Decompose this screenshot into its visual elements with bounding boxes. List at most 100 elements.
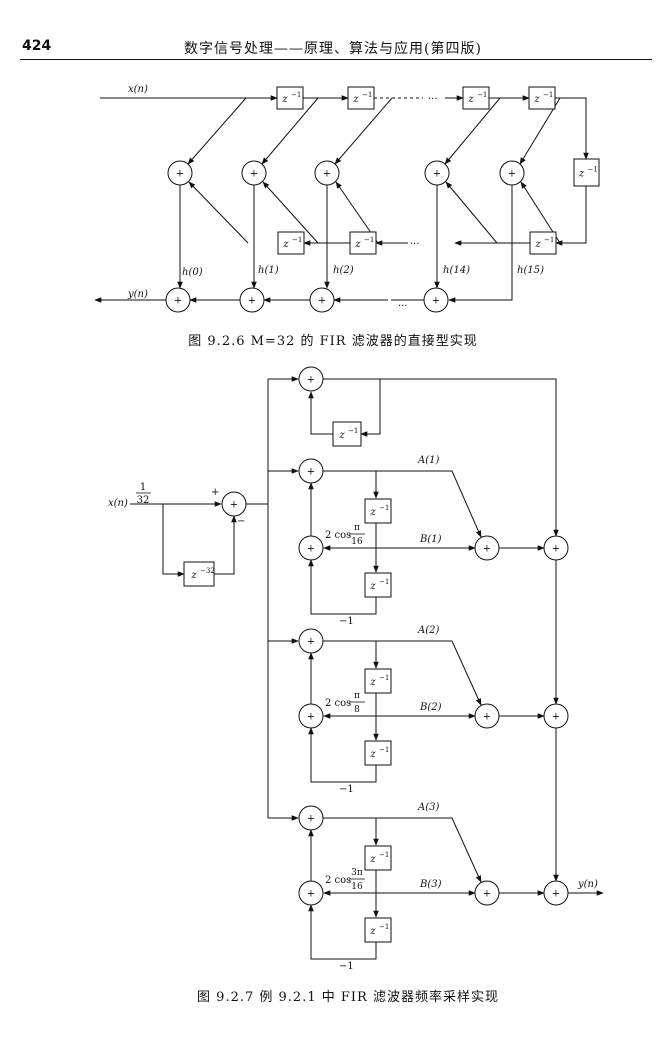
delay-box bbox=[277, 231, 305, 255]
coefficient-branch-line bbox=[448, 185, 513, 303]
figure-9-2-6-caption: 图 9.2.6 M=32 的 FIR 滤波器的直接型实现 bbox=[188, 333, 477, 349]
cos-coefficient-label: 2 cos bbox=[325, 698, 351, 709]
output-column-adder-node: + bbox=[543, 880, 569, 906]
resonator-delay-block: z−1 bbox=[364, 845, 392, 871]
delay-exponent: −1 bbox=[379, 923, 389, 931]
delay-box bbox=[364, 668, 392, 694]
resonator-top-adder-node: + bbox=[298, 458, 324, 484]
reverse-delay-block: z−1 bbox=[529, 231, 557, 255]
negative-feedback-line bbox=[308, 727, 377, 783]
b-coefficient-label: B(1) bbox=[419, 534, 442, 545]
gain-denominator: 32 bbox=[137, 495, 150, 506]
adder-circle bbox=[543, 880, 569, 906]
delay-exponent: −1 bbox=[477, 91, 487, 99]
adder-plus-sign: + bbox=[307, 637, 315, 648]
delay-box bbox=[364, 498, 392, 524]
k0-feedback-line bbox=[323, 378, 381, 437]
resonator-mid-adder-node: + bbox=[298, 880, 324, 906]
delay-box bbox=[349, 231, 377, 255]
delay-box bbox=[183, 561, 215, 587]
adder-plus-sign: + bbox=[552, 544, 560, 555]
adder-circle bbox=[309, 287, 335, 313]
delay-exponent: −32 bbox=[200, 567, 215, 575]
a-coefficient-line bbox=[323, 470, 482, 538]
a-coefficient-line bbox=[323, 640, 482, 706]
delay-label: z bbox=[369, 854, 376, 865]
comb-delay-block: z−32 bbox=[183, 561, 215, 587]
output-adder-node: + bbox=[309, 287, 335, 313]
adder-plus-sign: + bbox=[552, 712, 560, 723]
reverse-tap-line bbox=[188, 181, 249, 244]
adder-circle bbox=[298, 703, 324, 729]
delay-exponent: −1 bbox=[292, 236, 302, 244]
adder-circle bbox=[543, 703, 569, 729]
adder-plus-sign: + bbox=[483, 889, 491, 900]
adder-circle bbox=[239, 287, 265, 313]
adder-circle bbox=[221, 491, 247, 517]
cos-fraction-numerator: 3π bbox=[351, 868, 363, 878]
delay-label: z bbox=[369, 581, 376, 592]
delay-exponent: −1 bbox=[543, 91, 553, 99]
turnaround-line bbox=[555, 97, 589, 160]
forward-delay-block: z−1 bbox=[462, 86, 490, 110]
cos-fraction-denominator: 16 bbox=[351, 882, 363, 892]
adder-circle bbox=[298, 535, 324, 561]
delay-box bbox=[529, 231, 557, 255]
delay-label: z bbox=[369, 749, 376, 760]
adder-plus-sign: + bbox=[307, 814, 315, 825]
adder-circle bbox=[298, 458, 324, 484]
feedback-gain-label: −1 bbox=[339, 616, 354, 627]
fs-output-label: y(n) bbox=[577, 879, 598, 890]
k0-feedback-line bbox=[308, 391, 333, 435]
cos-fraction-denominator: 16 bbox=[351, 537, 363, 547]
adder-plus-sign: + bbox=[307, 712, 315, 723]
gain-numerator: 1 bbox=[140, 482, 146, 493]
frequency-sampling-diagram: z−32z−1z−1z−1z−1z−1z−1z−1 ++++++++++++++… bbox=[108, 366, 604, 972]
comb-plus-sign: + bbox=[211, 487, 219, 498]
output-chain-ellipsis: ··· bbox=[398, 301, 408, 312]
adder-plus-sign: + bbox=[307, 375, 315, 386]
b-coefficient-label: B(2) bbox=[419, 702, 442, 713]
feedback-gain-label: −1 bbox=[339, 961, 354, 972]
adder-circle bbox=[423, 287, 449, 313]
header-rule bbox=[20, 59, 652, 60]
page-number: 424 bbox=[22, 38, 52, 54]
delay-label: z bbox=[338, 430, 345, 441]
forward-tap-line bbox=[187, 97, 247, 165]
reverse-tap-line bbox=[262, 181, 319, 244]
adder-circle bbox=[298, 880, 324, 906]
delay-label: z bbox=[578, 169, 585, 180]
adder-plus-sign: + bbox=[483, 712, 491, 723]
adder-plus-sign: + bbox=[323, 169, 331, 180]
section-sum-adder-node: + bbox=[474, 535, 500, 561]
delay-box bbox=[332, 421, 362, 447]
adder-circle bbox=[543, 535, 569, 561]
delay-label: z bbox=[533, 94, 540, 105]
delay-label: z bbox=[354, 239, 361, 250]
delay-box bbox=[528, 86, 556, 110]
delay-exponent: −1 bbox=[379, 504, 389, 512]
resonator-k0-adder-node: + bbox=[298, 366, 324, 392]
figure-9-2-7-caption: 图 9.2.7 例 9.2.1 中 FIR 滤波器频率采样实现 bbox=[197, 989, 499, 1005]
delay-exponent: −1 bbox=[362, 91, 372, 99]
delay-label: z bbox=[534, 239, 541, 250]
section-sum-adder-node: + bbox=[474, 880, 500, 906]
delay-exponent: −1 bbox=[379, 578, 389, 586]
delay-exponent: −1 bbox=[379, 674, 389, 682]
negative-feedback-line bbox=[308, 559, 377, 615]
adder-plus-sign: + bbox=[508, 169, 516, 180]
adder-plus-sign: + bbox=[552, 889, 560, 900]
delay-label: z bbox=[190, 570, 197, 581]
adder-plus-sign: + bbox=[176, 169, 184, 180]
delay-box bbox=[364, 740, 392, 766]
fs-input-label: x(n) bbox=[108, 498, 128, 509]
resonator-top-adder-node: + bbox=[298, 805, 324, 831]
delay-label: z bbox=[369, 926, 376, 937]
adder-plus-sign: + bbox=[307, 467, 315, 478]
negative-feedback-line bbox=[308, 904, 377, 960]
coeff-label-h15: h(15) bbox=[517, 265, 544, 276]
reverse-tap-line bbox=[445, 181, 498, 244]
resonator-mid-adder-node: + bbox=[298, 535, 324, 561]
b-coefficient-label: B(3) bbox=[419, 879, 442, 890]
comb-minus-sign: − bbox=[237, 516, 245, 527]
